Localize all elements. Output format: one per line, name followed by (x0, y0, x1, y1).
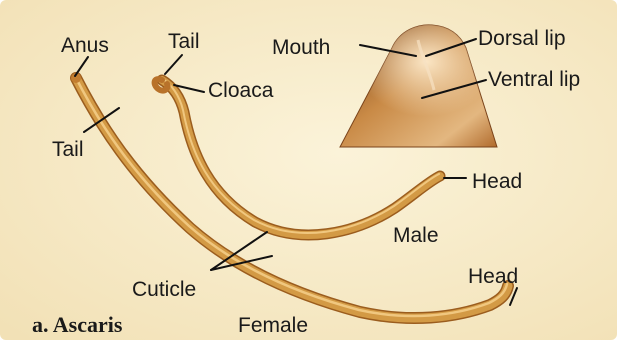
label-cuticle: Cuticle (132, 279, 196, 300)
label-mouth: Mouth (272, 37, 330, 58)
label-female: Female (238, 315, 308, 336)
label-male: Male (393, 225, 439, 246)
label-head-female: Head (468, 266, 518, 287)
label-dorsal-lip: Dorsal lip (478, 28, 566, 49)
label-tail-male: Tail (168, 31, 200, 52)
label-cloaca: Cloaca (208, 80, 273, 101)
label-ventral-lip: Ventral lip (488, 69, 580, 90)
label-anus: Anus (61, 35, 109, 56)
figure-caption: a. Ascaris (32, 314, 122, 336)
label-head-male: Head (472, 171, 522, 192)
label-tail-female: Tail (52, 139, 84, 160)
